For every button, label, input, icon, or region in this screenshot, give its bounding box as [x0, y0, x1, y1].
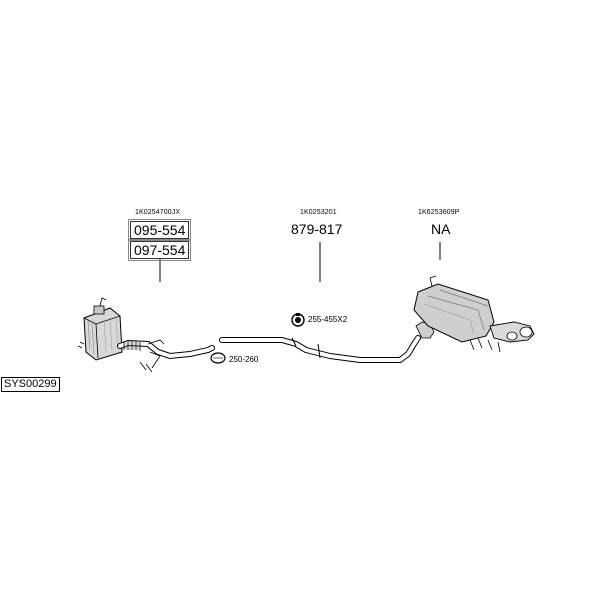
- part-number-097-554[interactable]: 097-554: [127, 239, 192, 261]
- oem-number-front-section: 1K0254700JX: [135, 209, 181, 216]
- oem-number-rear-muffler: 1K6253609P: [418, 209, 460, 216]
- clamp-icon: [291, 313, 305, 327]
- part-number-095-554[interactable]: 095-554: [127, 219, 192, 241]
- oem-number-middle-pipe: 1K0253201: [300, 209, 337, 216]
- catalytic-converter-icon: [77, 297, 123, 361]
- part-number-879-817[interactable]: 879-817: [291, 221, 343, 237]
- rear-muffler-icon: [413, 275, 535, 353]
- gasket-ring-icon: [210, 352, 226, 364]
- system-code-badge: SYS00299: [1, 377, 60, 392]
- flex-pipe-icon: [117, 339, 215, 373]
- middle-pipe-icon: [219, 335, 421, 363]
- part-number-na[interactable]: NA: [431, 221, 451, 237]
- gasket-label[interactable]: 250-260: [229, 355, 259, 364]
- clamp-label[interactable]: 255-455X2: [308, 315, 348, 324]
